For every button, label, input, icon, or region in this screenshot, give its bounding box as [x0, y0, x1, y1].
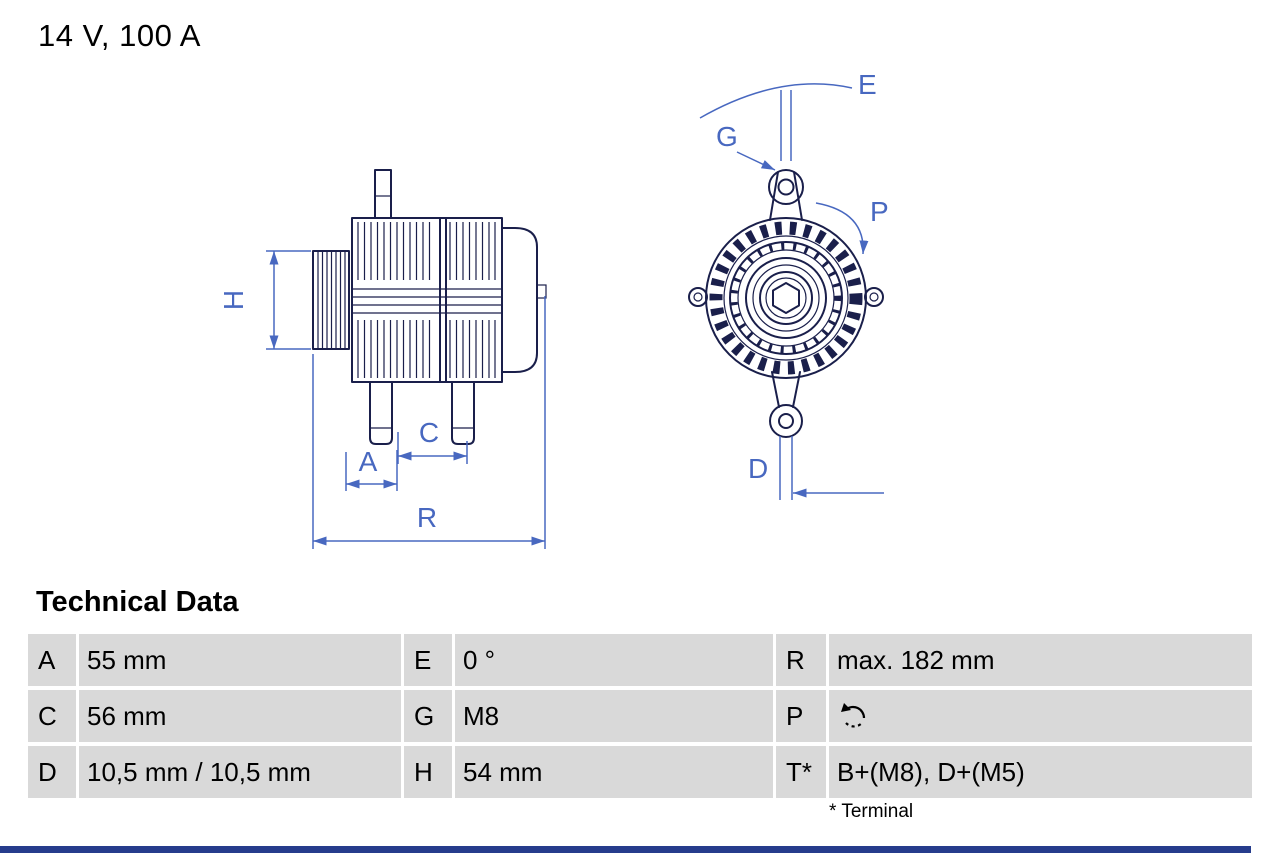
table-cell-key-G: G — [404, 690, 452, 742]
page-title: 14 V, 100 A — [38, 18, 201, 53]
dim-label-D: D — [748, 453, 768, 484]
table-cell-key-E: E — [404, 634, 452, 686]
terminal-footnote: * Terminal — [829, 801, 914, 822]
dim-label-H: H — [218, 290, 249, 310]
table-cell-key-D: D — [28, 746, 76, 798]
technical-data-heading: Technical Data — [36, 586, 239, 618]
table-cell-key-T: T* — [776, 746, 826, 798]
dim-label-C: C — [419, 417, 439, 448]
product-drawing: H A C R — [218, 69, 889, 549]
dim-label-R: R — [417, 502, 437, 533]
table-cell-value-A: 55 mm — [79, 634, 401, 686]
front-view-drawing: E G P D — [688, 69, 889, 500]
dim-label-E: E — [858, 69, 877, 100]
table-cell-key-H: H — [404, 746, 452, 798]
technical-data-table: A 55 mm E 0 ° R max. 182 mm C 56 mm G M8… — [28, 634, 1252, 798]
dim-label-A: A — [359, 446, 378, 477]
table-cell-key-R: R — [776, 634, 826, 686]
table-cell-value-D: 10,5 mm / 10,5 mm — [79, 746, 401, 798]
table-cell-value-H: 54 mm — [455, 746, 773, 798]
dim-label-P: P — [870, 196, 889, 227]
table-cell-value-T: B+(M8), D+(M5) — [829, 746, 1252, 798]
table-cell-value-P — [829, 690, 1252, 742]
alternator-technical-drawing: H A C R — [218, 69, 889, 549]
dim-label-G: G — [716, 121, 738, 152]
footer-bar — [0, 846, 1251, 853]
table-cell-value-E: 0 ° — [455, 634, 773, 686]
table-cell-value-R: max. 182 mm — [829, 634, 1252, 686]
table-cell-value-G: M8 — [455, 690, 773, 742]
table-cell-key-A: A — [28, 634, 76, 686]
table-cell-value-C: 56 mm — [79, 690, 401, 742]
table-cell-key-P: P — [776, 690, 826, 742]
table-cell-key-C: C — [28, 690, 76, 742]
side-view-drawing: H A C R — [218, 169, 547, 549]
rotation-direction-icon — [841, 703, 866, 728]
